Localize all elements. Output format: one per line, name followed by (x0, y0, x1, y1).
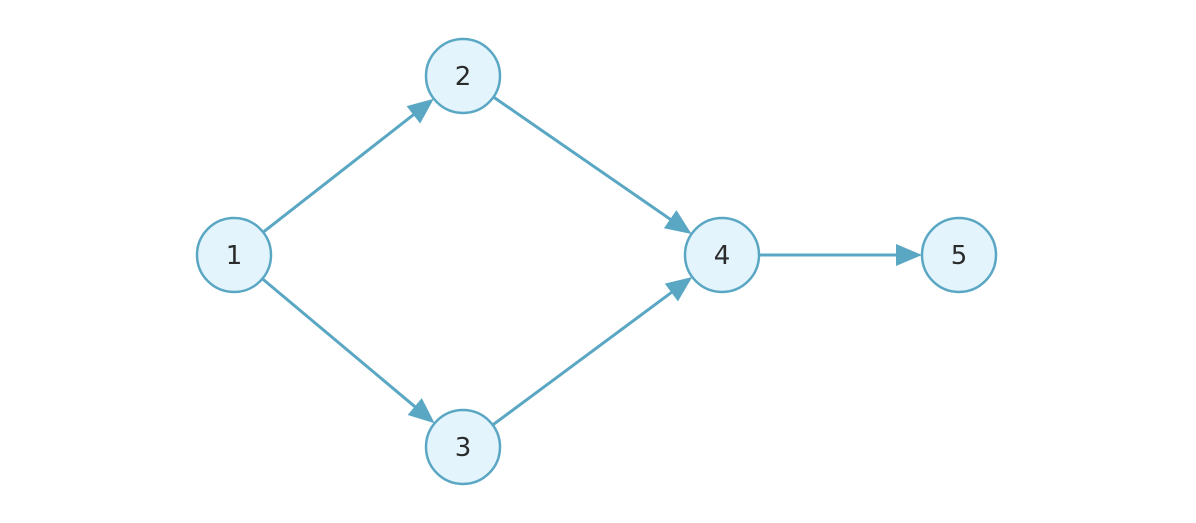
edge-line (492, 95, 673, 222)
arrowhead (407, 398, 435, 424)
edge-line (262, 112, 416, 234)
arrowhead (664, 277, 693, 302)
node-label: 4 (714, 241, 731, 271)
node-circle (424, 37, 502, 115)
nodes-layer: 1 2 3 4 5 (195, 37, 998, 486)
node-4: 4 (683, 216, 761, 294)
node-circle (920, 216, 998, 294)
edges-layer (261, 95, 922, 427)
node-label: 1 (226, 241, 243, 271)
edge-line (261, 277, 418, 409)
arrowhead (663, 210, 692, 234)
node-5: 5 (920, 216, 998, 294)
node-circle (195, 216, 273, 294)
edge-3-4 (491, 277, 693, 427)
edge-4-5 (759, 244, 922, 266)
node-label: 2 (455, 62, 472, 92)
node-3: 3 (424, 408, 502, 486)
edge-1-3 (261, 277, 435, 424)
arrowhead (406, 98, 434, 124)
node-circle (683, 216, 761, 294)
edge-line (491, 290, 674, 427)
node-label: 3 (455, 433, 472, 463)
edge-2-4 (492, 95, 692, 234)
node-label: 5 (951, 241, 968, 271)
arrowhead (896, 244, 922, 266)
node-circle (424, 408, 502, 486)
node-2: 2 (424, 37, 502, 115)
node-1: 1 (195, 216, 273, 294)
edge-1-2 (262, 98, 434, 234)
